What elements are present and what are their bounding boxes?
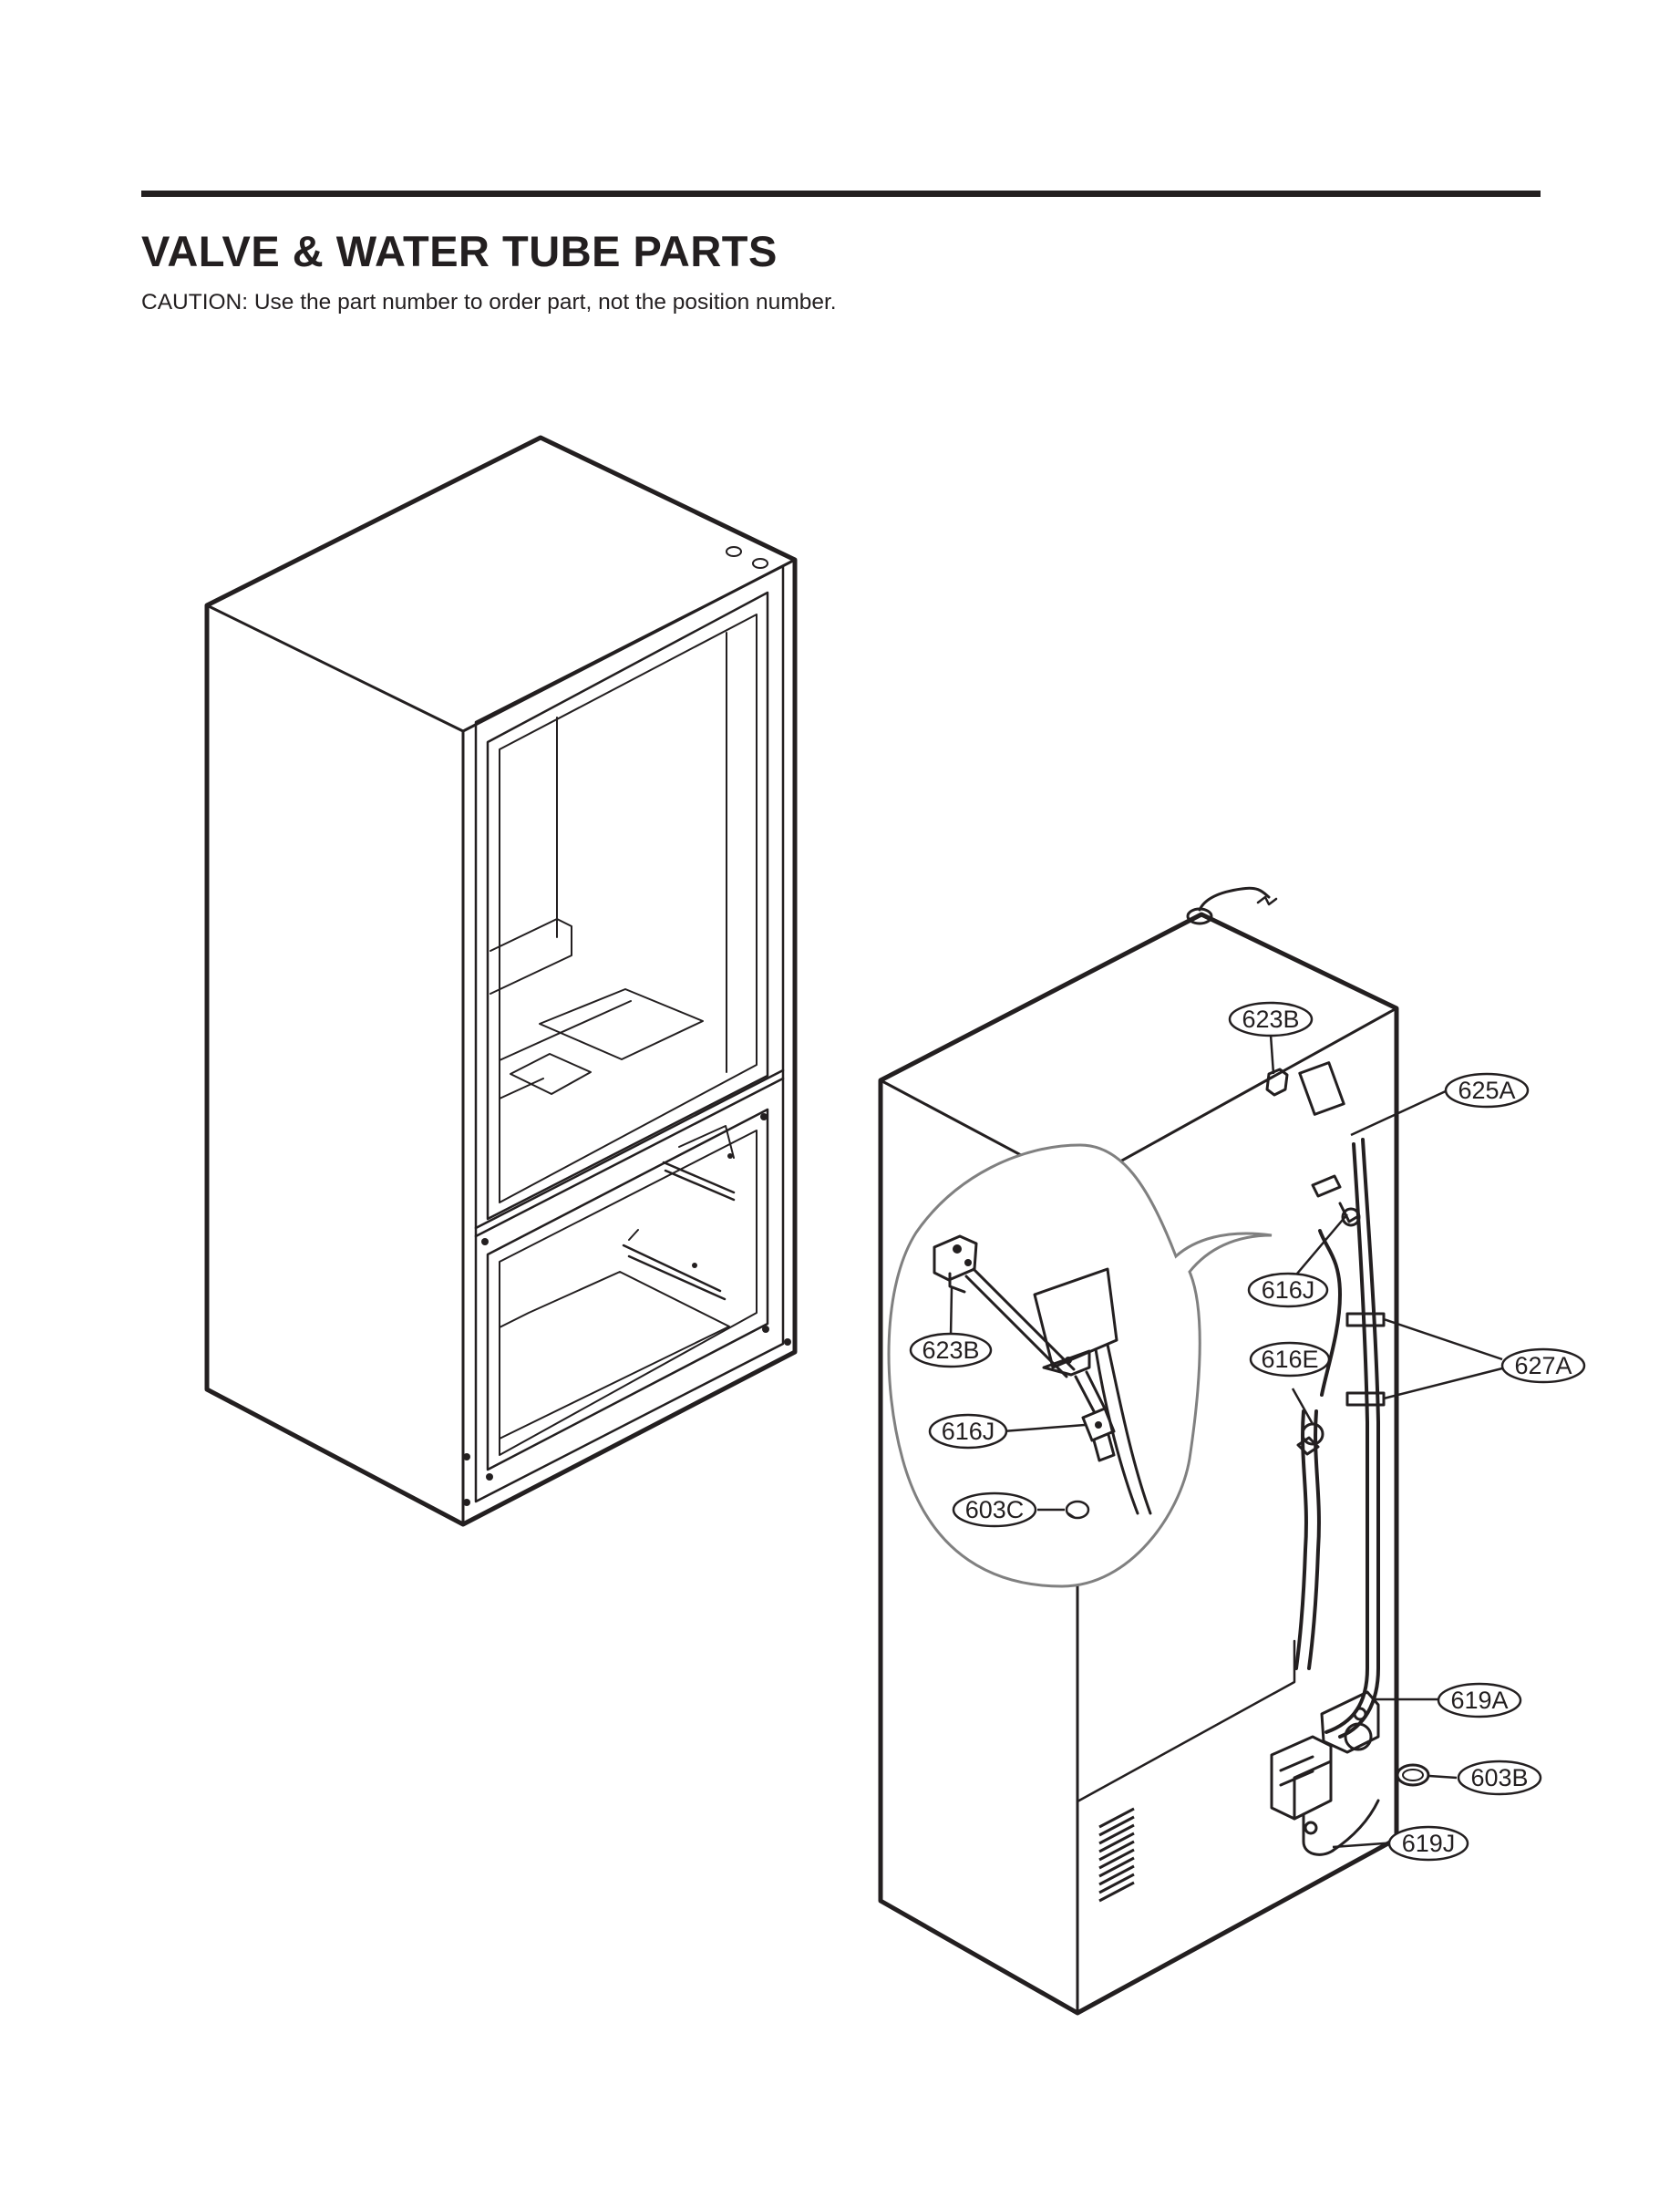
- leader-lines: [949, 1034, 1503, 1849]
- callout-623B: 623B: [1228, 1001, 1314, 1037]
- svg-text:625A: 625A: [1458, 1077, 1515, 1104]
- svg-text:623B: 623B: [1242, 1006, 1299, 1033]
- callout-627A: 627A: [1500, 1347, 1586, 1384]
- callout-619J: 619J: [1387, 1825, 1469, 1862]
- callout-616E: 616E: [1249, 1341, 1331, 1378]
- page-title: VALVE & WATER TUBE PARTS: [141, 227, 778, 275]
- rear-cabinet-illustration: [878, 886, 1430, 2016]
- svg-text:603C: 603C: [965, 1496, 1025, 1523]
- svg-text:616J: 616J: [1262, 1276, 1315, 1304]
- svg-text:619J: 619J: [1402, 1830, 1456, 1857]
- detail-magnifier-bubble: [887, 1143, 1273, 1588]
- svg-text:616J: 616J: [942, 1418, 995, 1445]
- svg-text:616E: 616E: [1261, 1346, 1318, 1373]
- header-rule: [141, 191, 1541, 197]
- callout-616J: 616J: [1247, 1272, 1329, 1308]
- callout-625A: 625A: [1444, 1072, 1530, 1109]
- callout-619A: 619A: [1437, 1682, 1522, 1718]
- svg-text:627A: 627A: [1514, 1352, 1572, 1379]
- callout-603C: 603C: [952, 1491, 1037, 1528]
- callout-616J-detail: 616J: [928, 1413, 1008, 1450]
- callout-623B-detail: 623B: [909, 1332, 993, 1368]
- svg-text:603B: 603B: [1470, 1764, 1528, 1791]
- caution-note: CAUTION: Use the part number to order pa…: [141, 290, 837, 315]
- front-cabinet-illustration: [204, 435, 798, 1527]
- callout-603B: 603B: [1457, 1760, 1542, 1796]
- svg-text:623B: 623B: [922, 1337, 979, 1364]
- svg-text:619A: 619A: [1450, 1687, 1508, 1714]
